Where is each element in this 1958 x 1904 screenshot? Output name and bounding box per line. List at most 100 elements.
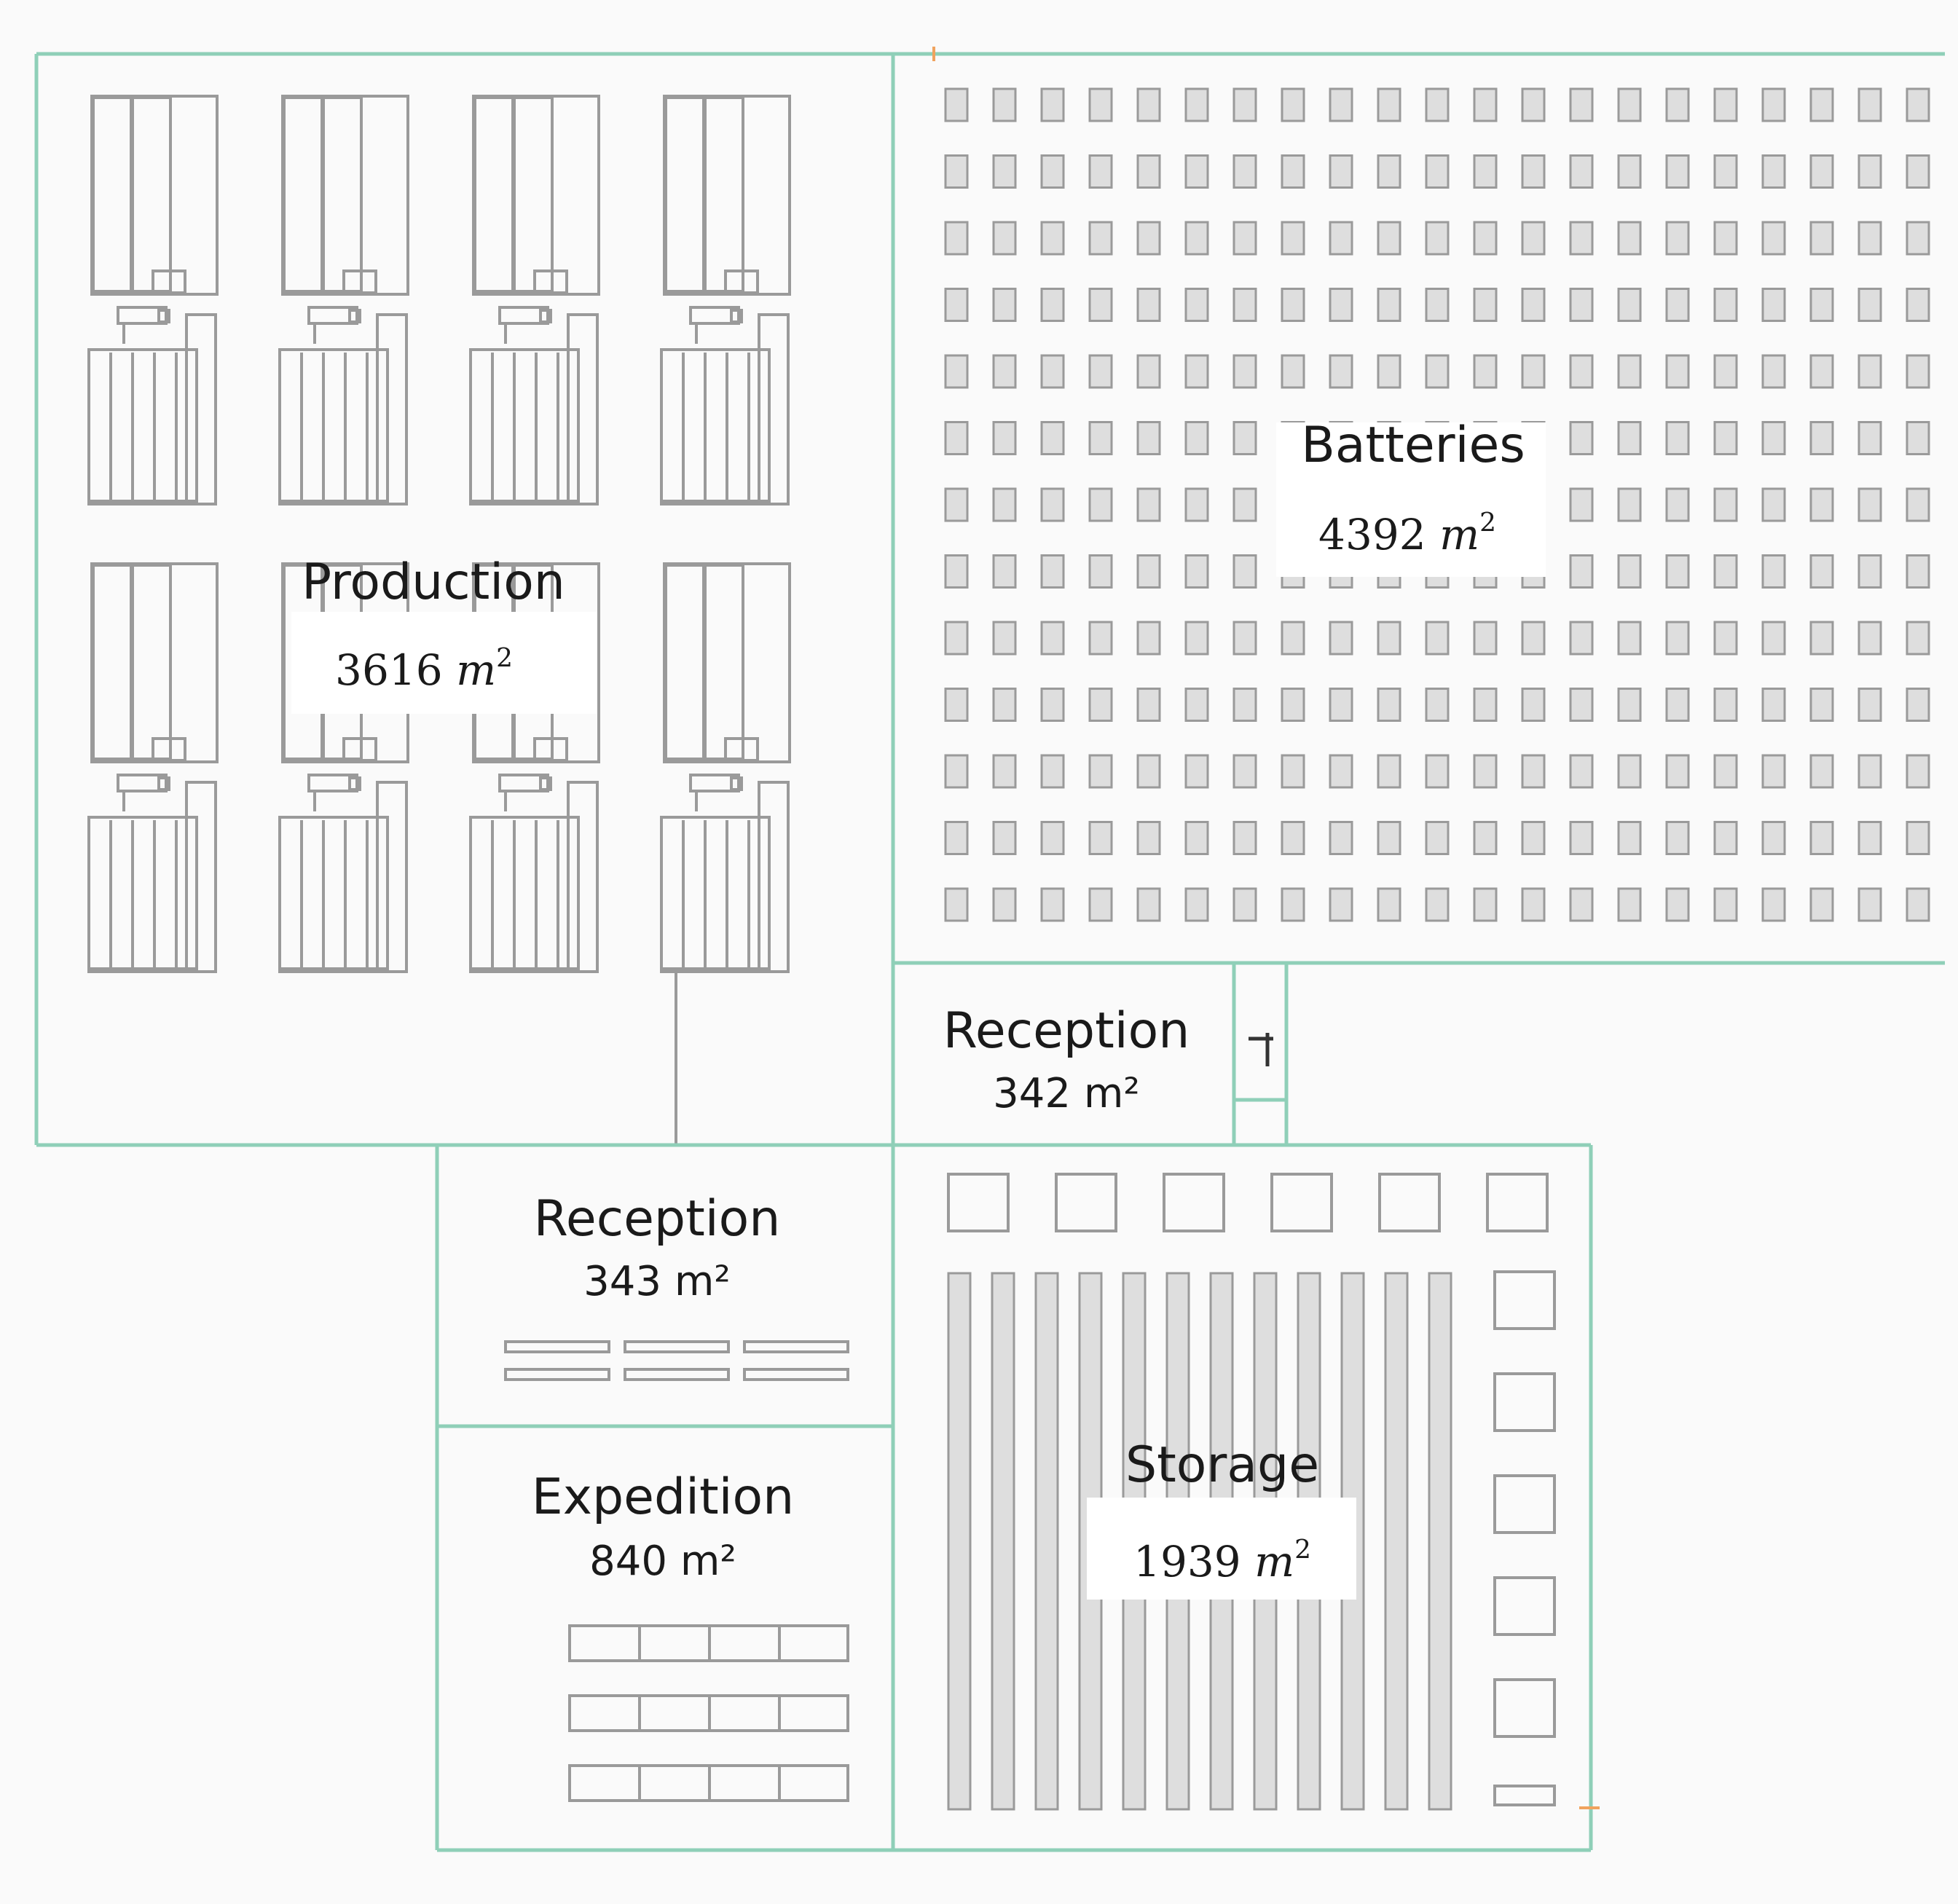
battery-cell — [1184, 754, 1209, 789]
storage-bin — [1493, 1372, 1556, 1432]
battery-cell — [1906, 554, 1930, 589]
battery-cell — [1136, 421, 1161, 455]
battery-cell — [1617, 288, 1642, 322]
battery-cell — [1906, 288, 1930, 322]
battery-cell — [992, 221, 1017, 256]
battery-cell — [1473, 87, 1498, 122]
battery-cell — [1136, 887, 1161, 922]
battery-cell — [1232, 887, 1257, 922]
machine-coupler-pin — [730, 309, 743, 323]
battery-cell — [1425, 621, 1450, 656]
machine-upper-slot — [92, 564, 133, 760]
machine-upper-frame — [281, 95, 409, 296]
battery-cell — [944, 887, 969, 922]
reception-pallet — [743, 1368, 849, 1381]
reception-pallet — [743, 1340, 849, 1353]
battery-cell — [1232, 288, 1257, 322]
machine-connector — [533, 737, 568, 762]
battery-cell — [1329, 887, 1353, 922]
battery-cell — [1665, 887, 1690, 922]
battery-cell — [1425, 754, 1450, 789]
battery-cell — [1761, 621, 1786, 656]
battery-cell — [1281, 87, 1305, 122]
battery-cell — [1232, 554, 1257, 589]
battery-cell — [1521, 154, 1546, 189]
battery-cell — [1521, 87, 1546, 122]
battery-cell — [1473, 821, 1498, 855]
battery-cell — [1425, 354, 1450, 389]
machine-coupler — [689, 774, 740, 792]
battery-cell — [1473, 288, 1498, 322]
battery-cell — [1425, 821, 1450, 855]
reception-lower-zone-area: 343 m² — [583, 1258, 731, 1305]
machine-upper-frame — [90, 95, 219, 296]
battery-cell — [1088, 221, 1113, 256]
battery-cell — [1136, 688, 1161, 722]
battery-cell — [1088, 421, 1113, 455]
storage-bin — [1055, 1173, 1117, 1232]
battery-cell — [1809, 288, 1834, 322]
walls-layer — [34, 47, 1945, 1852]
battery-cell — [1569, 87, 1594, 122]
battery-cell — [1088, 554, 1113, 589]
machine-coupler-pin — [539, 309, 552, 323]
battery-cell — [1136, 354, 1161, 389]
battery-cell — [1136, 754, 1161, 789]
battery-cell — [1617, 354, 1642, 389]
battery-cell — [992, 754, 1017, 789]
battery-cell — [1617, 154, 1642, 189]
battery-cell — [1857, 154, 1882, 189]
battery-cell — [1617, 821, 1642, 855]
batteries-area-value: 4392 — [1318, 510, 1426, 560]
battery-cell — [1569, 821, 1594, 855]
battery-cell — [1857, 288, 1882, 322]
battery-cell — [1617, 554, 1642, 589]
battery-cell — [1184, 554, 1209, 589]
machine-connector — [724, 270, 759, 294]
battery-cell — [1184, 354, 1209, 389]
battery-cell — [1857, 487, 1882, 522]
battery-cell — [1569, 887, 1594, 922]
battery-cell — [1809, 221, 1834, 256]
battery-cell — [944, 421, 969, 455]
battery-cell — [1569, 288, 1594, 322]
battery-cell — [1521, 288, 1546, 322]
battery-cell — [1857, 421, 1882, 455]
storage-bin-small — [1493, 1785, 1556, 1806]
battery-cell — [1329, 288, 1353, 322]
battery-cell — [1809, 487, 1834, 522]
battery-cell — [1617, 221, 1642, 256]
storage-area-exponent: 2 — [1294, 1535, 1311, 1565]
production-label-background — [291, 612, 597, 714]
battery-cell — [1184, 688, 1209, 722]
battery-cell — [1665, 621, 1690, 656]
battery-cell — [1761, 754, 1786, 789]
battery-cell — [1136, 221, 1161, 256]
battery-cell — [1136, 87, 1161, 122]
battery-cell — [1521, 887, 1546, 922]
machine-upper-slot — [131, 564, 172, 760]
battery-cell — [1088, 354, 1113, 389]
production-machine — [469, 95, 600, 505]
battery-cell — [1088, 154, 1113, 189]
storage-bin — [947, 1173, 1010, 1232]
battery-cell — [1665, 288, 1690, 322]
battery-cell — [1809, 154, 1834, 189]
reception-lower-zone-name: Reception — [533, 1190, 781, 1248]
battery-cell — [1569, 154, 1594, 189]
battery-cell — [1761, 554, 1786, 589]
battery-cell — [1761, 87, 1786, 122]
battery-cell — [1088, 688, 1113, 722]
battery-cell — [1617, 688, 1642, 722]
batteries-zone-name: Batteries — [1301, 417, 1525, 474]
machine-coupler-pin — [348, 309, 361, 323]
battery-cell — [1040, 621, 1065, 656]
battery-cell — [992, 621, 1017, 656]
batteries-zone-area: 4392 m2 — [1318, 498, 1496, 559]
machine-side-rail — [185, 781, 217, 973]
battery-cell — [1713, 154, 1738, 189]
battery-cell — [1473, 221, 1498, 256]
battery-cell — [1761, 688, 1786, 722]
battery-cell — [1136, 288, 1161, 322]
battery-cell — [1184, 154, 1209, 189]
